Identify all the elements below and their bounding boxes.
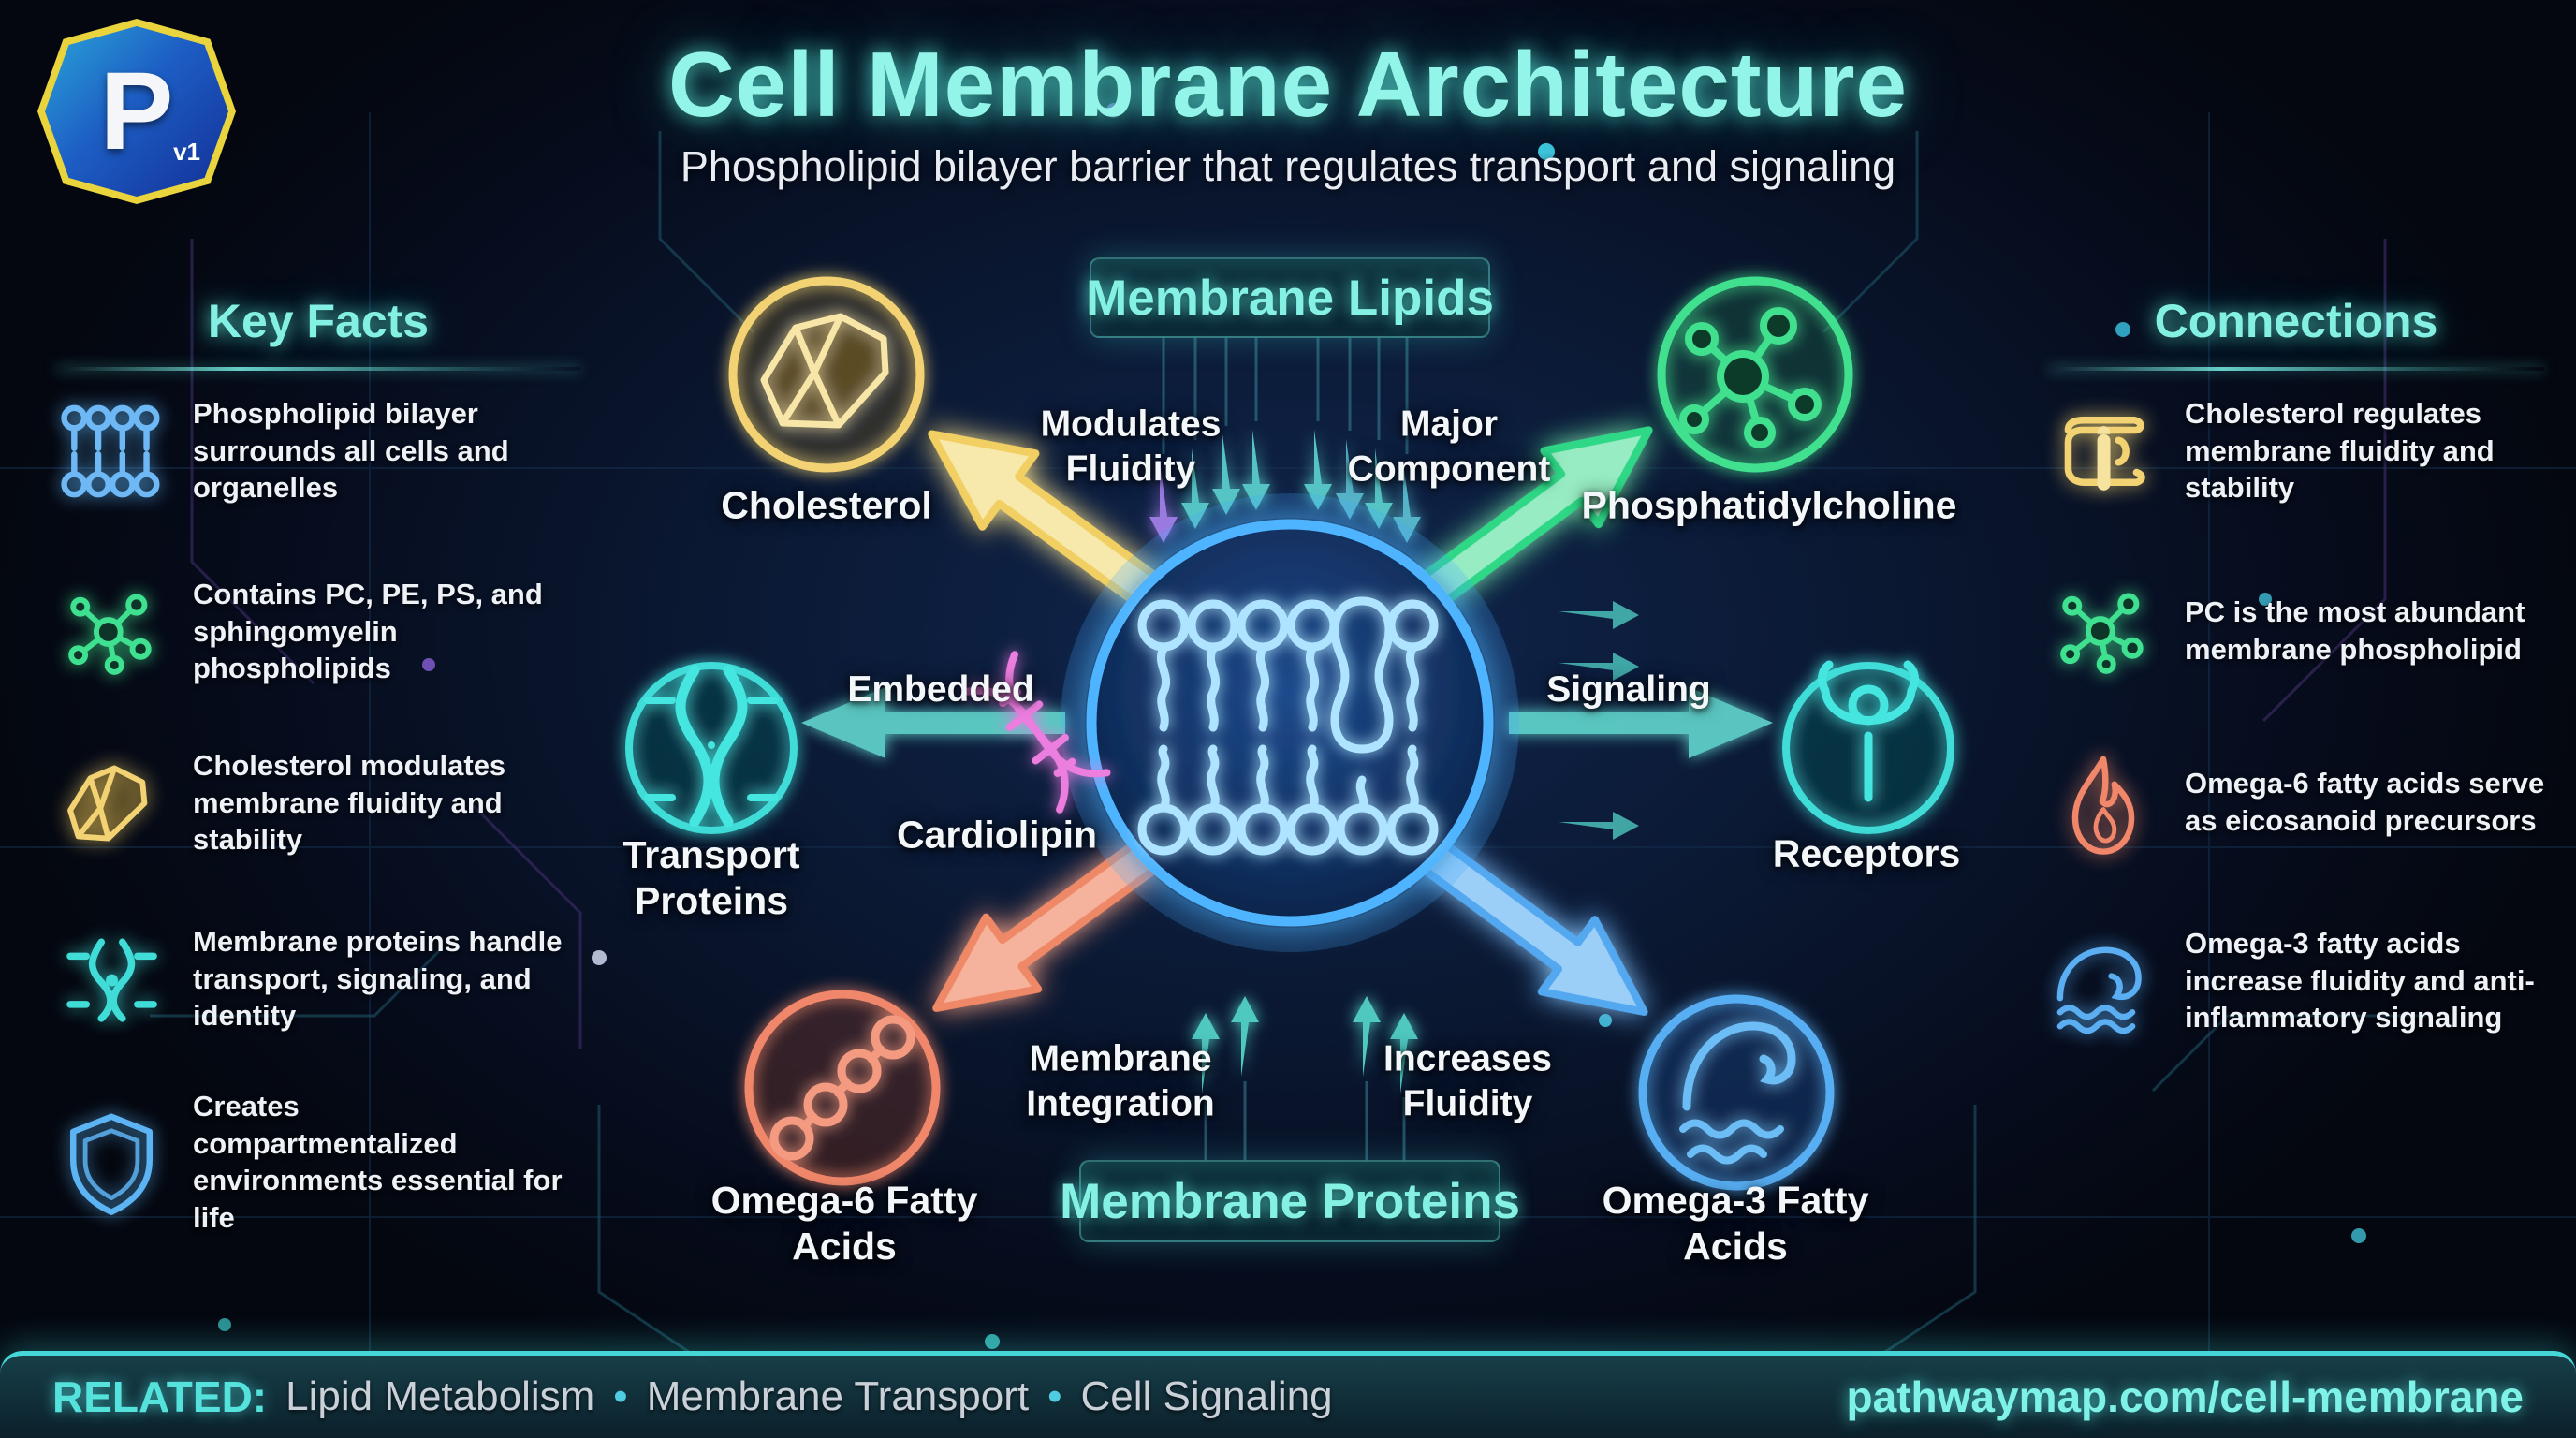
related-item: Membrane Transport (646, 1373, 1030, 1419)
book-pin-icon (2064, 416, 2145, 491)
key-fact-text: Phospholipid bilayer surrounds all cells… (193, 397, 509, 505)
edge-label-major-component: Major Component (1347, 404, 1551, 489)
site-url: pathwaymap.com/cell-membrane (1846, 1372, 2524, 1421)
membrane-hub (1061, 493, 1519, 952)
node-label-omega6: Omega-6 Fatty Acids (710, 1178, 978, 1268)
molecule-icon (1679, 307, 1822, 448)
wave-icon (2056, 946, 2142, 1034)
key-facts-divider (56, 367, 580, 371)
connections-title: Connections (2154, 295, 2438, 347)
shield-icon (70, 1113, 153, 1216)
key-fact-item: Membrane proteins handle transport, sign… (56, 923, 569, 1034)
node-label-receptors: Receptors (1772, 831, 1961, 875)
connection-text: PC is the most abundant membrane phospho… (2185, 595, 2525, 666)
dna-icon (963, 651, 1111, 814)
key-fact-text: Creates compartmentalized environments e… (193, 1090, 563, 1235)
node-label-transport-proteins: Transport Proteins (622, 832, 800, 922)
edge-label-embedded: Embedded (847, 669, 1034, 711)
crystal-icon (760, 313, 889, 429)
channel-icon (644, 665, 779, 828)
related-label: RELATED: (52, 1372, 268, 1421)
chain-icon (769, 1015, 915, 1161)
related-topics: RELATED: Lipid Metabolism • Membrane Tra… (52, 1372, 1333, 1422)
membrane-lipids-badge: Membrane Lipids (1086, 257, 1494, 338)
connection-item: PC is the most abundant membrane phospho… (2048, 576, 2546, 686)
node-omega3 (1638, 994, 1835, 1191)
connections-panel: Connections Cholesterol regulates membra… (2048, 281, 2544, 1320)
lipid-connector-lines (1162, 337, 1409, 1161)
receptor-icon (1818, 660, 1919, 802)
edge-label-membrane-integration: Membrane Integration (1026, 1038, 1215, 1123)
molecule-icon (68, 594, 152, 675)
node-cholesterol (728, 276, 925, 473)
key-fact-item: Cholesterol modulates membrane fluidity … (56, 747, 569, 858)
logo-hexagon: P v1 (45, 26, 228, 197)
logo-version-badge: v1 (173, 138, 200, 166)
connection-text: Omega-6 fatty acids serve as eicosanoid … (2185, 767, 2545, 837)
pathwaymap-logo: P v1 (37, 19, 236, 204)
bullet-separator: • (1047, 1373, 1062, 1419)
node-phosphatidylcholine (1657, 276, 1853, 473)
node-receptors (1782, 660, 1954, 834)
key-fact-item: Creates compartmentalized environments e… (56, 1088, 569, 1237)
node-label-omega3: Omega-3 Fatty Acids (1602, 1178, 1869, 1268)
node-transport-proteins (625, 662, 798, 834)
wave-icon (1679, 1021, 1796, 1165)
page-subtitle: Phospholipid bilayer barrier that regula… (680, 142, 1896, 190)
glow-dots (218, 103, 2366, 1349)
key-facts-panel: Key Facts Phospholipid bilayer surrounds… (56, 281, 580, 1320)
page-title: Cell Membrane Architecture (668, 33, 1908, 136)
logo-letter: P (99, 50, 174, 173)
flame-icon (2071, 756, 2135, 855)
key-facts-title: Key Facts (207, 295, 430, 347)
crystal-icon (67, 765, 148, 841)
bullet-separator: • (613, 1373, 628, 1419)
node-label-phosphatidylcholine: Phosphatidylcholine (1581, 483, 1957, 527)
key-fact-text: Cholesterol modulates membrane fluidity … (193, 749, 506, 857)
connection-item: Omega-6 fatty acids serve as eicosanoid … (2048, 747, 2546, 858)
edge-label-increases-fluidity: Increases Fluidity (1383, 1038, 1552, 1123)
channel-icon (66, 938, 157, 1022)
connection-item: Omega-3 fatty acids increase fluidity an… (2048, 925, 2546, 1036)
related-item: Lipid Metabolism (285, 1373, 595, 1419)
membrane-lipids-label: Membrane Lipids (1086, 270, 1494, 326)
connection-item: Cholesterol regulates membrane fluidity … (2048, 395, 2546, 506)
edge-label-modulates-fluidity: Modulates Fluidity (1040, 404, 1222, 489)
bilayer-icon (61, 404, 160, 497)
connection-text: Cholesterol regulates membrane fluidity … (2185, 397, 2495, 505)
edge-label-signaling: Signaling (1546, 669, 1711, 711)
connection-text: Omega-3 fatty acids increase fluidity an… (2185, 927, 2535, 1034)
node-omega6 (744, 990, 941, 1186)
key-fact-text: Membrane proteins handle transport, sign… (193, 925, 563, 1033)
node-label-cholesterol: Cholesterol (721, 483, 932, 527)
molecule-icon (2060, 593, 2144, 674)
connections-divider (2048, 367, 2544, 371)
key-fact-text: Contains PC, PE, PS, and sphingomyelin p… (193, 578, 543, 685)
related-item: Cell Signaling (1080, 1373, 1333, 1419)
node-label-cardiolipin: Cardiolipin (896, 813, 1098, 857)
key-fact-item: Phospholipid bilayer surrounds all cells… (56, 395, 569, 506)
footer-bar: RELATED: Lipid Metabolism • Membrane Tra… (0, 1351, 2576, 1438)
membrane-proteins-label: Membrane Proteins (1060, 1173, 1520, 1229)
membrane-proteins-badge: Membrane Proteins (1060, 1160, 1520, 1242)
phospholipid-bilayer-icon (1137, 596, 1439, 856)
key-fact-item: Contains PC, PE, PS, and sphingomyelin p… (56, 576, 569, 687)
